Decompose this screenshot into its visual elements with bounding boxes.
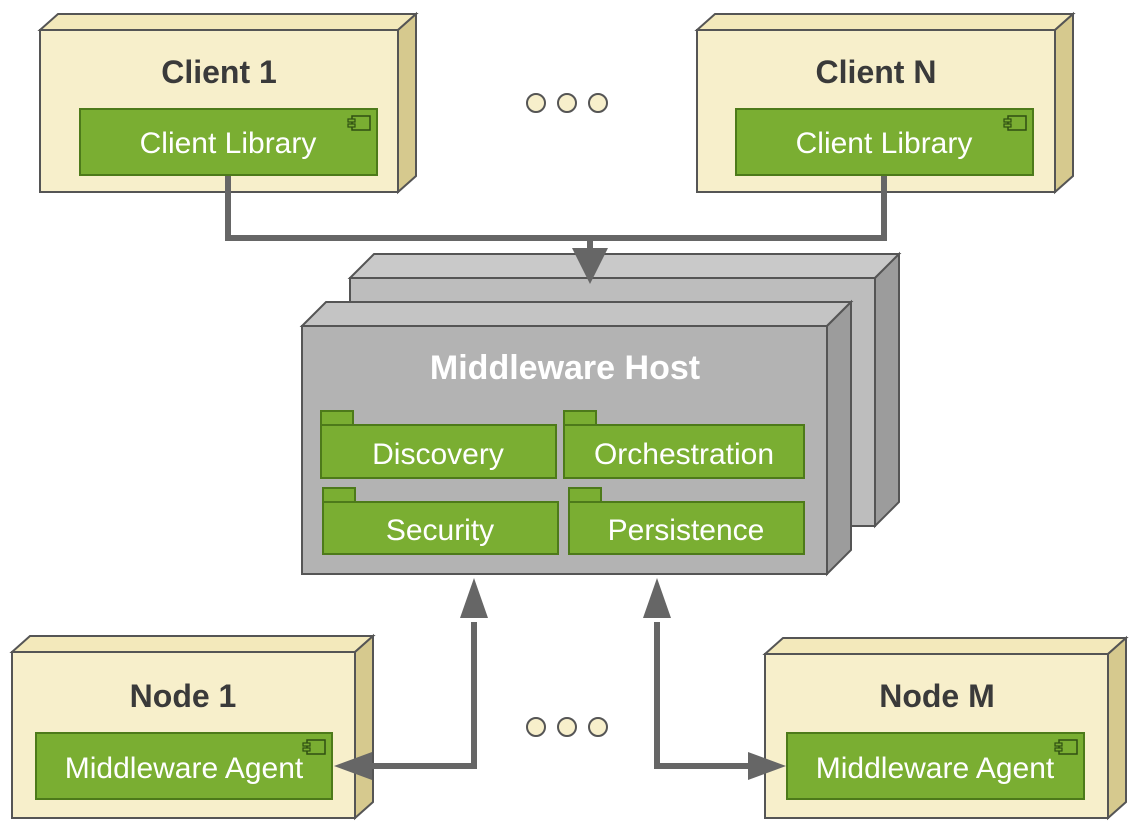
component-icon [1054, 739, 1078, 755]
node-1-agent-label: Middleware Agent [65, 752, 304, 785]
package-security-label: Security [386, 514, 494, 547]
arrow-left-icon [334, 752, 372, 780]
client-1-title: Client 1 [161, 54, 277, 90]
client-1-library-label: Client Library [140, 127, 317, 160]
ellipsis-top-icon [526, 93, 608, 113]
client-1-library-component: Client Library [79, 108, 378, 176]
client-n-title: Client N [816, 54, 937, 90]
package-security: Security [322, 487, 559, 555]
package-orchestration-label: Orchestration [594, 438, 774, 471]
client-n-library-component: Client Library [735, 108, 1034, 176]
arrow-up-icon [643, 578, 671, 618]
node-m: Node M Middleware Agent [762, 635, 1129, 821]
client-1-node: Client 1 Client Library [37, 11, 419, 195]
middleware-host: Middleware Host Discovery Orchestration … [299, 299, 854, 577]
node-1-connector [334, 578, 488, 780]
node-m-agent-component: Middleware Agent [786, 732, 1085, 800]
client-n-library-label: Client Library [796, 127, 973, 160]
arrow-right-icon [748, 752, 786, 780]
node-1: Node 1 Middleware Agent [9, 633, 376, 821]
arrow-up-icon [460, 578, 488, 618]
component-icon [347, 115, 371, 131]
package-orchestration: Orchestration [563, 410, 805, 479]
component-icon [302, 739, 326, 755]
package-persistence-label: Persistence [608, 514, 765, 547]
package-discovery-label: Discovery [372, 438, 504, 471]
node-m-title: Node M [879, 678, 995, 714]
package-persistence: Persistence [568, 487, 805, 555]
node-m-connector [643, 578, 786, 780]
ellipsis-bottom-icon [526, 717, 608, 737]
client-n-node: Client N Client Library [694, 11, 1076, 195]
node-1-agent-component: Middleware Agent [35, 732, 333, 800]
node-m-agent-label: Middleware Agent [816, 752, 1055, 785]
component-icon [1003, 115, 1027, 131]
package-discovery: Discovery [320, 410, 557, 479]
node-1-title: Node 1 [130, 678, 237, 714]
middleware-host-title: Middleware Host [430, 349, 700, 387]
client-connectors [225, 176, 887, 284]
